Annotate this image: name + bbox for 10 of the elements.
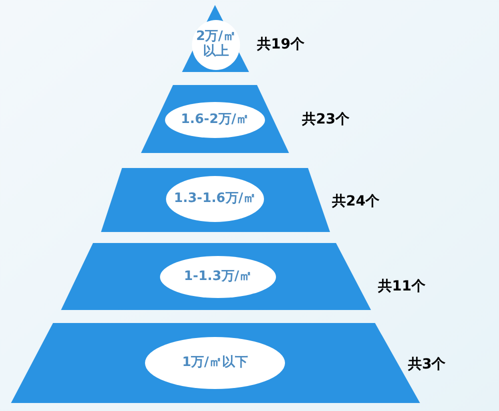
count-label: 共24个 [332,192,380,212]
count-label: 共19个 [257,36,304,54]
price-range-label: 2万/㎡以上 [195,30,237,60]
price-range-label: 1-1.3万/㎡ [184,270,252,284]
count-label: 共23个 [302,110,350,130]
price-range-label: 1.6-2万/㎡ [180,112,250,128]
count-label: 共11个 [378,278,426,296]
price-range-label: 1万/㎡以下 [182,356,248,370]
price-range-label: 1.3-1.6万/㎡ [174,192,256,206]
count-label: 共3个 [408,356,446,374]
